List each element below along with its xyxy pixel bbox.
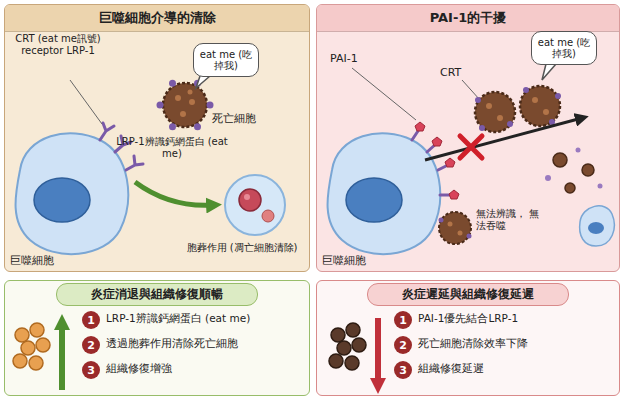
callout-number: 1 (394, 311, 412, 329)
part-label: 死亡細胞 (212, 112, 272, 125)
callout-number-text: 1 (399, 315, 407, 326)
step-text: 組織修復增強 (106, 362, 306, 375)
panel-title: 巨噬細胞介導的清除 (5, 5, 309, 32)
step-text: 死亡細胞清除效率下降 (418, 337, 616, 350)
step-text: 透過胞葬作用清除死亡細胞 (106, 337, 306, 350)
callout-number: 2 (394, 336, 412, 354)
step-text: LRP-1辨識鈣網蛋白 (eat me) (106, 312, 306, 325)
panel-header: 炎症遲延與組織修復延遲 (367, 283, 569, 306)
callout-number-text: 1 (87, 315, 95, 326)
speech-bubble: eat me (吃掉我) (531, 31, 597, 65)
speech-bubble: eat me (吃掉我) (193, 43, 259, 77)
part-label: 無法辨識， 無法吞噬 (476, 208, 548, 232)
panel-header: 炎症消退與組織修復順暢 (56, 283, 258, 306)
step-text: PAI-1優先結合LRP-1 (418, 312, 616, 325)
callout-number: 3 (394, 361, 412, 379)
callout-number: 3 (82, 361, 100, 379)
panel-title: PAI-1的干擾 (317, 5, 619, 32)
part-label: CRT (440, 66, 480, 79)
part-label: 巨噬細胞 (322, 254, 382, 267)
step-text: 組織修復延遲 (418, 362, 616, 375)
callout-number-text: 2 (399, 340, 407, 351)
callout-number-text: 2 (87, 340, 95, 351)
part-label: CRT (eat me訊號) receptor LRP-1 (8, 33, 108, 57)
callout-number: 2 (82, 336, 100, 354)
bubble-text: eat me (吃掉我) (535, 37, 593, 60)
callout-number-text: 3 (87, 365, 95, 376)
bubble-text: eat me (吃掉我) (197, 49, 255, 72)
part-label: LRP-1辨識鈣網蛋白 (eat me) (116, 136, 228, 160)
panel: PAI-1的干擾 eat me (吃掉我) (316, 4, 620, 272)
part-label: PAI-1 (330, 52, 380, 65)
part-label: 胞葬作用 (凋亡細胞清除) (176, 242, 308, 254)
callout-number: 1 (82, 311, 100, 329)
callout-number-text: 3 (399, 365, 407, 376)
part-label: 巨噬細胞 (10, 254, 70, 267)
